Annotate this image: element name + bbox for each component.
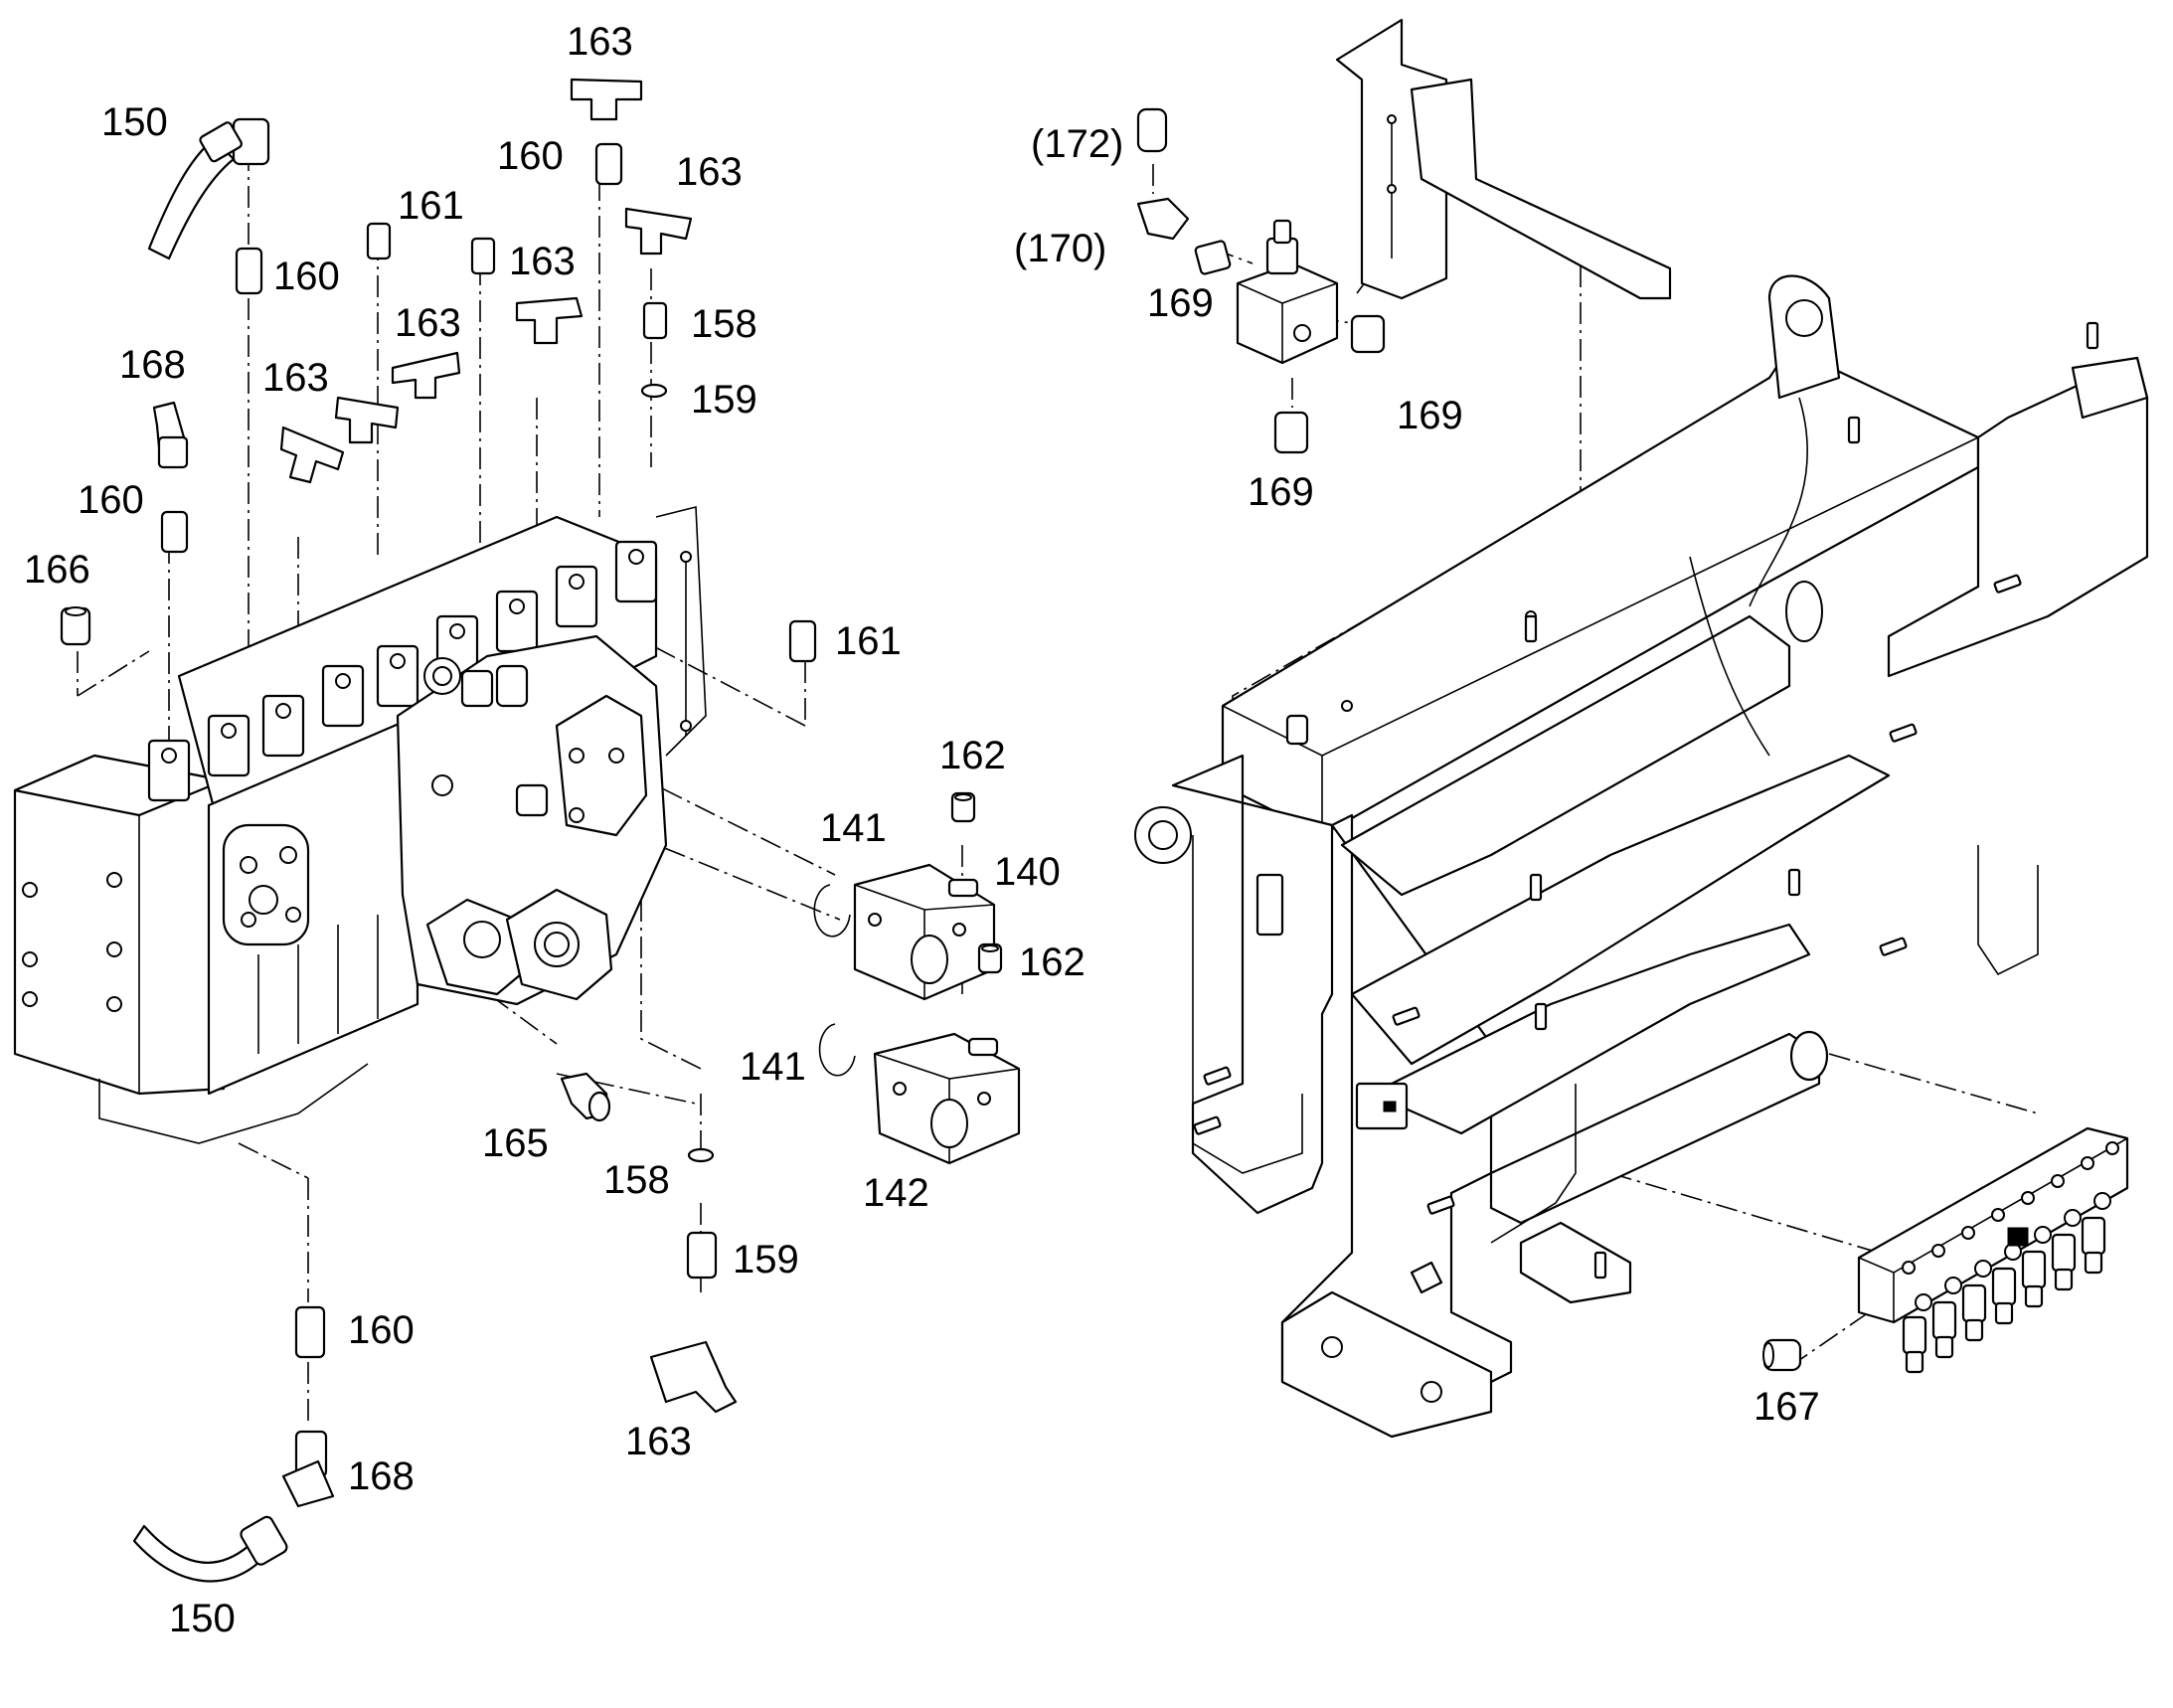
callout-163-upper-right: 163 <box>674 150 745 194</box>
callout-150-bottom: 150 <box>167 1597 238 1640</box>
callout-140: 140 <box>992 850 1063 894</box>
callout-160-upper-left: 160 <box>271 255 342 298</box>
frame-studs <box>1193 321 2099 1280</box>
callout-160-bottom: 160 <box>346 1308 417 1352</box>
callout-162-top: 162 <box>937 734 1008 777</box>
callout-159-top: 159 <box>689 378 759 422</box>
callout-168-top: 168 <box>117 343 188 387</box>
callout-168-bottom: 168 <box>346 1454 417 1498</box>
callout-167: 167 <box>1752 1385 1822 1429</box>
callout-141-top: 141 <box>818 806 889 850</box>
callout-170-reference: (170) <box>1012 227 1109 270</box>
callout-161-top: 161 <box>396 184 466 228</box>
control-valve-assembly <box>13 505 707 1144</box>
callout-172-reference: (172) <box>1029 122 1126 166</box>
callout-159-bottom: 159 <box>731 1238 801 1281</box>
callout-158-top: 158 <box>689 302 759 346</box>
callout-150-top: 150 <box>99 100 170 144</box>
callout-141-bottom: 141 <box>738 1045 808 1089</box>
callout-161-right: 161 <box>833 619 904 663</box>
callout-142: 142 <box>861 1171 931 1215</box>
callout-163-left: 163 <box>260 356 331 400</box>
callout-165: 165 <box>480 1121 551 1165</box>
callout-162-bottom: 162 <box>1017 940 1087 984</box>
fittings-left <box>60 78 817 1583</box>
callout-166: 166 <box>22 548 92 592</box>
callout-163-middle: 163 <box>507 240 578 283</box>
callout-163-bottom: 163 <box>623 1420 694 1463</box>
mounting-frame <box>1134 18 2149 1439</box>
callout-160-top: 160 <box>495 134 566 178</box>
callout-158-bottom: 158 <box>601 1158 672 1202</box>
callout-169-right: 169 <box>1395 394 1465 437</box>
sensor-block-assembly <box>1136 107 1386 454</box>
flanges <box>813 791 1021 1165</box>
distributor-block <box>1762 1126 2129 1374</box>
callout-169-bottom: 169 <box>1246 470 1316 514</box>
spool-caps <box>147 540 658 802</box>
callout-163-top: 163 <box>565 20 635 64</box>
callout-163-lower-middle: 163 <box>393 301 463 345</box>
callout-169-top: 169 <box>1145 281 1216 325</box>
callout-160-left: 160 <box>76 478 146 522</box>
